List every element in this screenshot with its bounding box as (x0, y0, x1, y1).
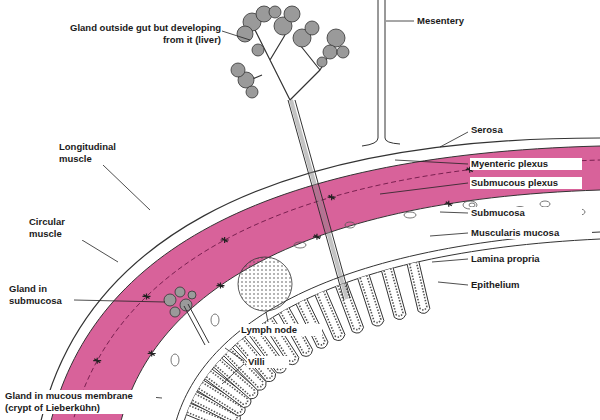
lymph-node (238, 257, 292, 311)
serosa-line (40, 138, 600, 420)
leader-lines (74, 21, 468, 398)
plexus-mark (445, 201, 453, 207)
part-label: Muscularis mucosa (470, 227, 592, 239)
liver-duct (288, 100, 350, 300)
part-label: Gland outside gut but developing from it… (58, 22, 222, 46)
villus (407, 262, 430, 314)
plexus-mark (328, 194, 336, 200)
part-label: Myenteric plexus (470, 158, 582, 170)
part-label: Mesentery (416, 15, 508, 27)
part-label: Longitudinal muscle (58, 141, 130, 165)
plexus-mark (148, 351, 156, 357)
plexus-marks (93, 167, 474, 364)
liver-ducts (250, 30, 335, 100)
villus-epithelium (410, 262, 427, 310)
villi-group (186, 262, 430, 420)
part-label: Submucosa (470, 207, 582, 219)
muscle-boundary (72, 160, 600, 420)
part-label: Gland in mucous membrane (crypt of Liebe… (4, 390, 156, 414)
part-label: Villi (247, 356, 289, 368)
gland-duct (184, 304, 209, 345)
muscle-edge (120, 190, 600, 420)
mesentery (362, 0, 400, 146)
muscle-band (50, 146, 600, 420)
part-label: Serosa (470, 124, 562, 136)
blood-vessels (171, 201, 585, 366)
villus (382, 268, 406, 320)
muscularis-mucosa-line (183, 239, 600, 420)
part-label: Gland in submucosa (8, 283, 72, 307)
part-label: Lymph node (240, 324, 322, 336)
plexus-mark (142, 293, 150, 299)
muscularis-mucosa-line (175, 232, 600, 420)
plexus-mark (313, 234, 321, 240)
plexus-mark (93, 358, 101, 364)
part-label: Circular muscle (28, 216, 85, 240)
plexus-mark (221, 237, 229, 243)
villus (336, 282, 364, 333)
villus-epithelium (384, 269, 403, 316)
muscle-edge (50, 146, 600, 420)
submucosal-gland (164, 287, 196, 317)
part-label: Lamina propria (470, 253, 582, 265)
plexus-mark (216, 283, 224, 289)
part-label: Submucous plexus (470, 177, 582, 189)
villus (358, 275, 384, 326)
villus-epithelium (360, 276, 381, 323)
part-label: Epithelium (470, 279, 582, 291)
liver-lobules (231, 6, 349, 98)
